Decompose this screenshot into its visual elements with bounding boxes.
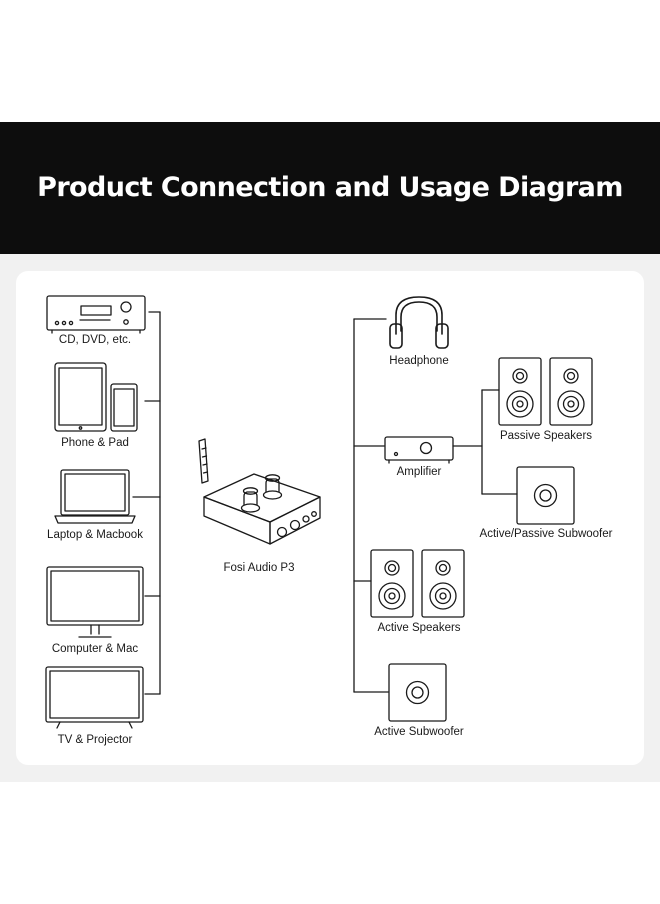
output-label-headphone: Headphone [389,355,449,367]
active-subwoofer-icon [388,663,447,722]
device-label: Fosi Audio P3 [223,562,295,574]
monitor-icon [46,566,144,638]
source-label-phone: Phone & Pad [61,437,129,449]
output-label-active-subwoofer: Active Subwoofer [374,726,464,738]
source-label-computer: Computer & Mac [51,643,139,655]
source-label-laptop: Laptop & Macbook [47,529,143,541]
page-title: Product Connection and Usage Diagram [37,172,623,203]
output-connectors [353,318,518,693]
active-speakers-icon [370,549,465,618]
amplifier-icon [384,436,454,464]
title-banner: Product Connection and Usage Diagram [0,122,660,254]
fosi-audio-p3-icon [198,438,321,545]
cd-player-icon [46,295,146,334]
output-label-passive-speakers: Passive Speakers [499,430,593,442]
phone-tablet-icon [54,362,138,432]
diagram-card [16,271,644,765]
source-connectors [132,311,161,695]
tv-icon [45,666,144,729]
laptop-icon [54,469,136,524]
source-label-cd: CD, DVD, etc. [58,334,132,346]
source-label-tv: TV & Projector [57,734,133,746]
output-label-amplifier: Amplifier [396,466,442,478]
subwoofer-passive-icon [516,466,575,525]
headphone-icon [389,296,449,349]
output-label-subwoofer-passive: Active/Passive Subwoofer [479,528,613,540]
passive-speakers-icon [498,357,593,426]
output-label-active-speakers: Active Speakers [377,622,461,634]
